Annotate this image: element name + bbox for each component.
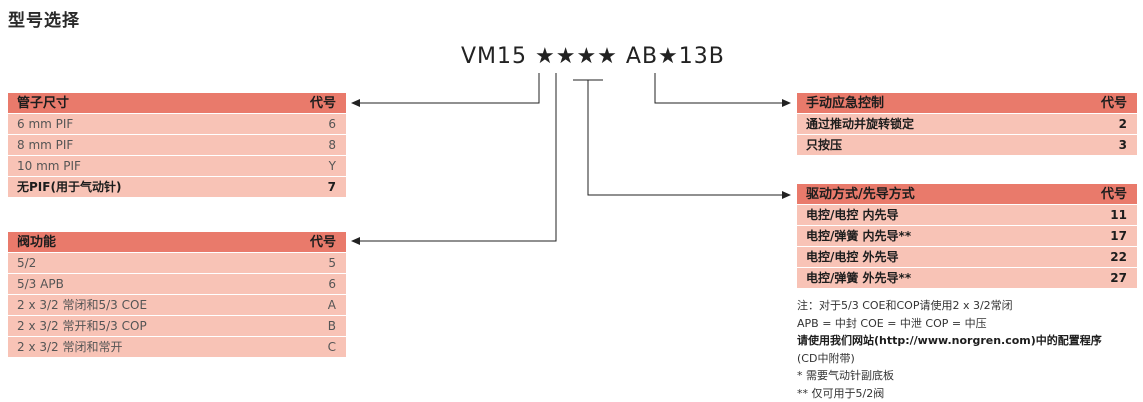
row-name: 6 mm PIF [17, 114, 73, 134]
row-code: 2 [1119, 114, 1127, 134]
table-row: 2 x 3/2 常闭和常开 C [8, 337, 346, 358]
row-name: 电控/电控 外先导 [806, 247, 899, 267]
row-code: Y [329, 156, 336, 176]
row-code: C [328, 337, 336, 357]
note-line: 注：对于5/3 COE和COP请使用2 x 3/2常闭 [797, 297, 1102, 315]
table-row: 只按压 3 [797, 135, 1137, 156]
header-name: 手动应急控制 [806, 93, 884, 113]
table-row: 2 x 3/2 常开和5/3 COP B [8, 316, 346, 337]
actuation-connector [573, 80, 790, 195]
row-code: 6 [328, 274, 336, 294]
row-name: 2 x 3/2 常闭和常开 [17, 337, 123, 357]
row-name: 无PIF(用于气动针) [17, 177, 121, 197]
table-header: 阀功能 代号 [8, 232, 346, 253]
table-row: 5/2 5 [8, 253, 346, 274]
table-row: 通过推动并旋转锁定 2 [797, 114, 1137, 135]
table-row: 10 mm PIF Y [8, 156, 346, 177]
table-row: 8 mm PIF 8 [8, 135, 346, 156]
row-name: 5/3 APB [17, 274, 64, 294]
row-name: 电控/弹簧 外先导** [806, 268, 911, 288]
table-row: 6 mm PIF 6 [8, 114, 346, 135]
header-code: 代号 [1101, 93, 1127, 113]
row-name: 只按压 [806, 135, 842, 155]
valve-function-connector [352, 73, 556, 241]
row-name: 2 x 3/2 常开和5/3 COP [17, 316, 147, 336]
header-name: 驱动方式/先导方式 [806, 184, 915, 204]
note-line: ** 仅可用于5/2阀 [797, 385, 1102, 402]
table-row: 电控/电控 内先导 11 [797, 205, 1137, 226]
row-name: 8 mm PIF [17, 135, 73, 155]
row-code: 7 [328, 177, 336, 197]
tube-size-connector [352, 73, 539, 103]
valve-function-table: 阀功能 代号 5/2 5 5/3 APB 6 2 x 3/2 常闭和5/3 CO… [8, 232, 346, 358]
row-code: 5 [328, 253, 336, 273]
table-header: 驱动方式/先导方式 代号 [797, 184, 1137, 205]
table-header: 手动应急控制 代号 [797, 93, 1137, 114]
header-name: 阀功能 [17, 232, 56, 252]
row-code: 17 [1110, 226, 1127, 246]
table-row: 电控/电控 外先导 22 [797, 247, 1137, 268]
manual-override-connector [655, 73, 790, 103]
note-line: 请使用我们网站(http://www.norgren.com)中的配置程序 [797, 332, 1102, 350]
table-header: 管子尺寸 代号 [8, 93, 346, 114]
row-code: 11 [1110, 205, 1127, 225]
row-code: A [328, 295, 336, 315]
actuation-table: 驱动方式/先导方式 代号 电控/电控 内先导 11 电控/弹簧 内先导** 17… [797, 184, 1137, 289]
row-name: 电控/电控 内先导 [806, 205, 899, 225]
note-line: (CD中附带) [797, 350, 1102, 368]
tube-size-table: 管子尺寸 代号 6 mm PIF 6 8 mm PIF 8 10 mm PIF … [8, 93, 346, 198]
note-line: APB = 中封 COE = 中泄 COP = 中压 [797, 315, 1102, 333]
row-code: 22 [1110, 247, 1127, 267]
header-code: 代号 [310, 232, 336, 252]
row-code: 8 [328, 135, 336, 155]
row-name: 2 x 3/2 常闭和5/3 COE [17, 295, 147, 315]
row-code: 3 [1119, 135, 1127, 155]
notes: 注：对于5/3 COE和COP请使用2 x 3/2常闭 APB = 中封 COE… [797, 297, 1102, 402]
row-name: 电控/弹簧 内先导** [806, 226, 911, 246]
header-code: 代号 [310, 93, 336, 113]
row-code: 6 [328, 114, 336, 134]
row-name: 通过推动并旋转锁定 [806, 114, 914, 134]
table-row: 2 x 3/2 常闭和5/3 COE A [8, 295, 346, 316]
table-row: 电控/弹簧 外先导** 27 [797, 268, 1137, 289]
table-row: 电控/弹簧 内先导** 17 [797, 226, 1137, 247]
row-name: 5/2 [17, 253, 36, 273]
row-code: 27 [1110, 268, 1127, 288]
manual-override-table: 手动应急控制 代号 通过推动并旋转锁定 2 只按压 3 [797, 93, 1137, 156]
header-code: 代号 [1101, 184, 1127, 204]
header-name: 管子尺寸 [17, 93, 69, 113]
row-name: 10 mm PIF [17, 156, 81, 176]
row-code: B [328, 316, 336, 336]
note-line: * 需要气动针副底板 [797, 367, 1102, 385]
table-row: 5/3 APB 6 [8, 274, 346, 295]
table-row: 无PIF(用于气动针) 7 [8, 177, 346, 198]
